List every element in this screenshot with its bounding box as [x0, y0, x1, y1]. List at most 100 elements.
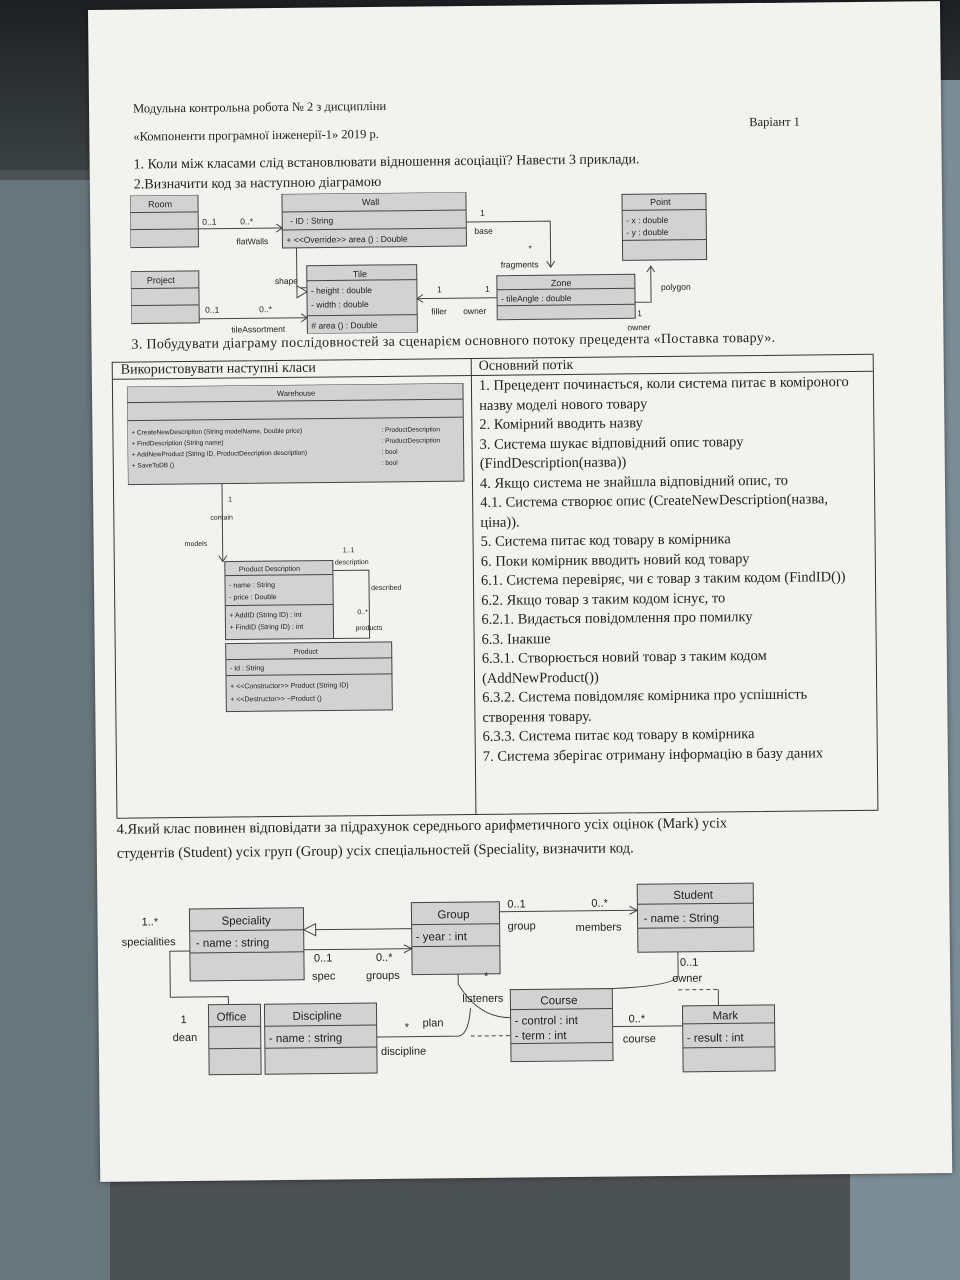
- mult-owner: 0..1: [680, 957, 698, 969]
- discipline-name: Discipline: [292, 1010, 341, 1023]
- class-course: Course - control : int - term : int: [509, 988, 614, 1063]
- pd-attr-name: - name : String: [229, 582, 275, 589]
- flow-step: 6.3.1. Створюється новий товар з таким к…: [481, 647, 767, 687]
- mult-project: 0..1: [205, 305, 220, 315]
- room-name: Room: [148, 199, 172, 209]
- class-project: Project: [130, 270, 200, 325]
- mult-fragments: *: [528, 243, 532, 253]
- pd-attr-price: - price : Double: [229, 594, 277, 601]
- role-shape: shape: [275, 276, 299, 286]
- zone-name: Zone: [551, 278, 572, 288]
- tile-height: - height : double: [311, 285, 372, 296]
- class-wall: Wall - ID : String + <<Override>> area (…: [281, 191, 467, 249]
- tile-op: # area () : Double: [311, 320, 378, 331]
- wh-op-4: + SaveToDB (): [132, 462, 175, 469]
- role-base: base: [474, 226, 493, 236]
- tile-width: - width : double: [311, 299, 369, 310]
- role-polygon: polygon: [661, 282, 691, 292]
- role-described: described: [371, 585, 402, 592]
- header-line2: «Компоненти програмної інженерії-1» 2019…: [133, 126, 379, 144]
- mult-members: 0..*: [591, 898, 608, 910]
- zone-attr: - tileAngle : double: [501, 293, 572, 304]
- class-student: Student - name : String: [636, 882, 755, 953]
- role-owner1: owner: [463, 306, 486, 316]
- mult-room: 0..1: [202, 217, 217, 227]
- flow-step: 6.1. Система перевіряє, чи є товар з так…: [480, 569, 846, 589]
- mult-owner2: 1: [637, 308, 642, 318]
- mult-spec: 0..1: [314, 952, 332, 964]
- student-attr: - name : String: [643, 912, 719, 925]
- scenario-table: Використовувати наступні класи Основний …: [111, 353, 879, 819]
- question-1: 1. Коли між класами слід встановлювати в…: [133, 152, 640, 173]
- wh-ret-1: : ProductDescription: [381, 426, 440, 434]
- pd-name: Product Description: [239, 566, 300, 574]
- question-4-line2: студентів (Student) усіх груп (Group) ус…: [116, 840, 634, 862]
- question-2: 2.Визначити код за наступною діаграмою: [133, 174, 382, 193]
- role-fragments: fragments: [501, 259, 539, 269]
- role-group: group: [508, 920, 536, 932]
- role-plan: plan: [423, 1017, 444, 1029]
- wall-name: Wall: [362, 197, 379, 207]
- role-members: members: [576, 921, 622, 933]
- group-name: Group: [437, 909, 469, 921]
- flow-step: 3. Система шукає відповідний опис товару…: [479, 433, 744, 472]
- flow-step: 4.1. Система створює опис (CreateNewDesc…: [480, 491, 829, 531]
- role-course: course: [623, 1033, 656, 1045]
- mult-specialities: 1..*: [141, 916, 158, 928]
- class-warehouse: Warehouse + CreateNewDescription (String…: [126, 383, 465, 486]
- role-dean: dean: [173, 1032, 198, 1044]
- mult-filler: 1: [437, 284, 442, 294]
- pd-op-find: + FindID (String ID) : int: [229, 624, 303, 632]
- class-zone: Zone - tileAngle : double: [496, 273, 636, 321]
- wh-ret-3: : bool: [382, 449, 399, 456]
- role-owner: owner: [672, 973, 702, 985]
- table-head-flow: Основний потік: [478, 357, 574, 374]
- main-flow-list: 1. Прецедент починається, коли система п…: [479, 373, 873, 767]
- class-group: Group - year : int: [410, 901, 501, 976]
- class-speciality: Speciality - name : string: [188, 907, 305, 982]
- mark-name: Mark: [713, 1010, 739, 1022]
- table-head-classes: Використовувати наступні класи: [120, 360, 316, 378]
- product-attr-id: - Id : String: [230, 665, 264, 672]
- mult-description: 1..1: [343, 547, 355, 554]
- flow-step: 7. Система зберігає отриману інформацію …: [482, 744, 824, 765]
- flow-step: 6.3.2. Система повідомляє комірника про …: [482, 686, 808, 726]
- class-tile: Tile - height : double - width : double …: [306, 264, 418, 335]
- product-op-dtor: + <<Destructor>> ~Product (): [230, 696, 322, 704]
- class-product-description: Product Description - name : String - pr…: [224, 559, 335, 641]
- discipline-attr: - name : string: [269, 1032, 343, 1045]
- role-filler: filler: [431, 306, 447, 316]
- role-products: products: [355, 625, 382, 632]
- mult-owner1: 1: [485, 284, 490, 294]
- class-point: Point - x : double - y : double: [621, 193, 708, 261]
- project-name: Project: [147, 275, 176, 285]
- header-line1: Модульна контрольна робота № 2 з дисципл…: [132, 98, 387, 116]
- exam-sheet: Модульна контрольна робота № 2 з дисципл…: [88, 1, 953, 1182]
- mult-assortment: 0..*: [259, 304, 273, 314]
- wh-op-3: + AddNewProduct (String ID, ProductDescr…: [132, 450, 307, 459]
- class-mark: Mark - result : int: [681, 1004, 776, 1073]
- variant-label: Варіант 1: [749, 114, 800, 130]
- point-x: - x : double: [626, 215, 668, 225]
- speciality-name: Speciality: [221, 915, 271, 928]
- mult-flatwalls: 0..*: [240, 216, 254, 226]
- flow-step: 1. Прецедент починається, коли система п…: [478, 374, 849, 414]
- role-groups: groups: [366, 970, 400, 982]
- class-discipline: Discipline - name : string: [263, 1002, 378, 1075]
- mark-attr: - result : int: [687, 1032, 745, 1045]
- class-office: Office: [207, 1003, 262, 1076]
- office-name: Office: [216, 1011, 246, 1023]
- mult-plan: *: [405, 1022, 410, 1034]
- mult-products: 0..*: [357, 609, 368, 616]
- wh-op-2: + FindDescription (String name): [132, 440, 224, 448]
- course-attr-control: - control : int: [515, 1015, 579, 1028]
- mult-contain: 1: [228, 497, 232, 504]
- wh-ret-4: : bool: [382, 460, 399, 467]
- wall-attr: - ID : String: [290, 215, 333, 225]
- product-op-ctor: + <<Constructor>> Product (String ID): [230, 682, 349, 690]
- role-contain: contain: [210, 515, 233, 522]
- mult-course: 0..*: [629, 1013, 646, 1025]
- class-diagram-1: Room Wall - ID : String + <<Override>> a…: [129, 191, 708, 335]
- role-listeners: listeners: [462, 993, 504, 1005]
- point-name: Point: [650, 197, 671, 207]
